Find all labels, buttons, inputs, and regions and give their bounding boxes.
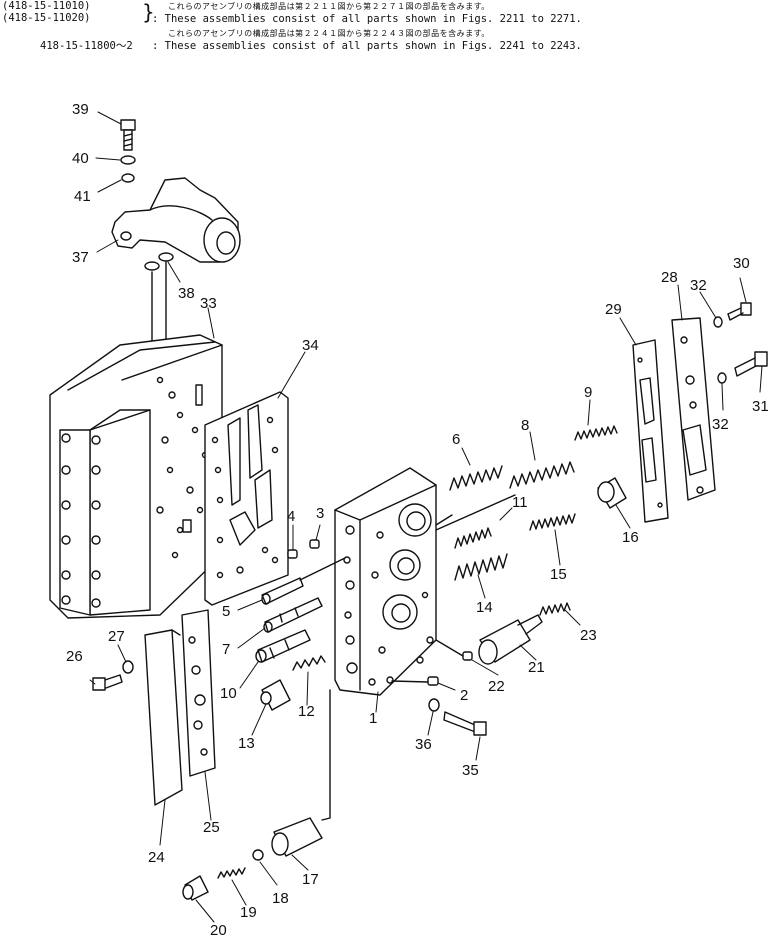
callout-36: 36: [415, 736, 432, 753]
washer-41: [121, 173, 135, 183]
washer-27: [122, 660, 134, 674]
solenoid-37: [111, 177, 241, 263]
callout-30: 30: [733, 255, 750, 272]
spring-14: [454, 553, 508, 581]
plug-16: [597, 477, 627, 509]
callout-24: 24: [148, 849, 165, 866]
gasket-25: [181, 609, 216, 777]
header-en-note-1: : These assemblies consist of all parts …: [152, 13, 582, 25]
cover-24: [144, 629, 183, 806]
callout-6: 6: [452, 431, 460, 448]
valve-assembly-33: [49, 334, 223, 619]
callout-41: 41: [74, 188, 91, 205]
o-ring-38: [144, 252, 174, 271]
piston-21: [478, 614, 543, 665]
callout-12: 12: [298, 703, 315, 720]
callout-18: 18: [272, 890, 289, 907]
spring-9: [574, 425, 618, 441]
callout-35: 35: [462, 762, 479, 779]
plug-2: [427, 676, 439, 686]
callout-23: 23: [580, 627, 597, 644]
callout-22: 22: [488, 678, 505, 695]
bolt-31: [734, 351, 768, 377]
callout-28: 28: [661, 269, 678, 286]
bolt-30: [727, 302, 752, 321]
separator-plate-34: [204, 391, 289, 606]
callout-31: 31: [752, 398, 769, 415]
spring-15: [529, 513, 576, 531]
bolt-39: [120, 119, 136, 151]
plug-4: [287, 549, 298, 559]
callout-7: 7: [222, 641, 230, 658]
callout-4: 4: [287, 508, 295, 525]
callout-32-top: 32: [690, 277, 707, 294]
header-code-2: (418-15-11020): [2, 12, 91, 24]
callout-14: 14: [476, 599, 493, 616]
callout-38: 38: [178, 285, 195, 302]
valve-body-1: [334, 467, 437, 696]
sleeve-17: [271, 817, 323, 857]
callout-2: 2: [460, 687, 468, 704]
plug-22: [462, 651, 473, 661]
header-en-note-2: : These assemblies consist of all parts …: [152, 40, 582, 52]
header-notes: (418-15-11010) これらのアセンブリの構成部品は第２２１１図から第２…: [0, 0, 773, 60]
callout-19: 19: [240, 904, 257, 921]
callout-39: 39: [72, 101, 89, 118]
spring-23: [539, 602, 571, 616]
callout-26: 26: [66, 648, 83, 665]
washer-40: [120, 155, 136, 165]
spring-12: [292, 655, 326, 671]
callout-9: 9: [584, 384, 592, 401]
callout-5: 5: [222, 603, 230, 620]
spring-6: [449, 465, 503, 491]
callout-25: 25: [203, 819, 220, 836]
callout-40: 40: [72, 150, 89, 167]
callout-10: 10: [220, 685, 237, 702]
cover-28: [671, 317, 716, 501]
header-code-1: (418-15-11010): [2, 0, 91, 12]
callout-13: 13: [238, 735, 255, 752]
spring-11: [454, 527, 492, 549]
header-code-3: 418-15-11800～2: [40, 40, 133, 52]
spring-19: [217, 867, 246, 879]
gasket-29: [632, 339, 669, 523]
callout-11: 11: [512, 494, 528, 511]
plug-3: [309, 539, 320, 549]
callout-34: 34: [302, 337, 319, 354]
piston-13: [260, 679, 291, 711]
callout-labels: 39 40 41 37 38 33 34 4 3 5 7 10 13 12 1 …: [66, 101, 769, 937]
header-jp-note-2: これらのアセンブリの構成部品は第２２４１図から第２２４３図の部品を含みます。: [168, 29, 490, 38]
callout-20: 20: [210, 922, 227, 937]
callout-1: 1: [369, 710, 377, 727]
bolt-26: [92, 674, 123, 691]
callout-21: 21: [528, 659, 545, 676]
header-bracket: }: [142, 0, 155, 24]
washer-36: [428, 698, 440, 712]
callout-37: 37: [72, 249, 89, 266]
callout-33: 33: [200, 295, 217, 312]
callout-16: 16: [622, 529, 639, 546]
spool-7: [263, 597, 323, 633]
plug-20: [182, 875, 209, 901]
callout-27: 27: [108, 628, 125, 645]
callout-17: 17: [302, 871, 319, 888]
washer-32-upper: [713, 316, 723, 328]
callout-15: 15: [550, 566, 567, 583]
spool-10: [255, 629, 311, 663]
washer-32-lower: [717, 372, 727, 384]
bolt-35: [443, 711, 487, 736]
callout-3: 3: [316, 505, 324, 522]
header-jp-note-1: これらのアセンブリの構成部品は第２２１１図から第２２７１図の部品を含みます。: [168, 2, 490, 11]
ball-18: [252, 849, 264, 861]
callout-8: 8: [521, 417, 529, 434]
spool-5: [261, 557, 346, 605]
callout-29: 29: [605, 301, 622, 318]
leader-lines: [89, 111, 763, 923]
callout-32-bottom: 32: [712, 416, 729, 433]
spring-8: [509, 461, 575, 489]
